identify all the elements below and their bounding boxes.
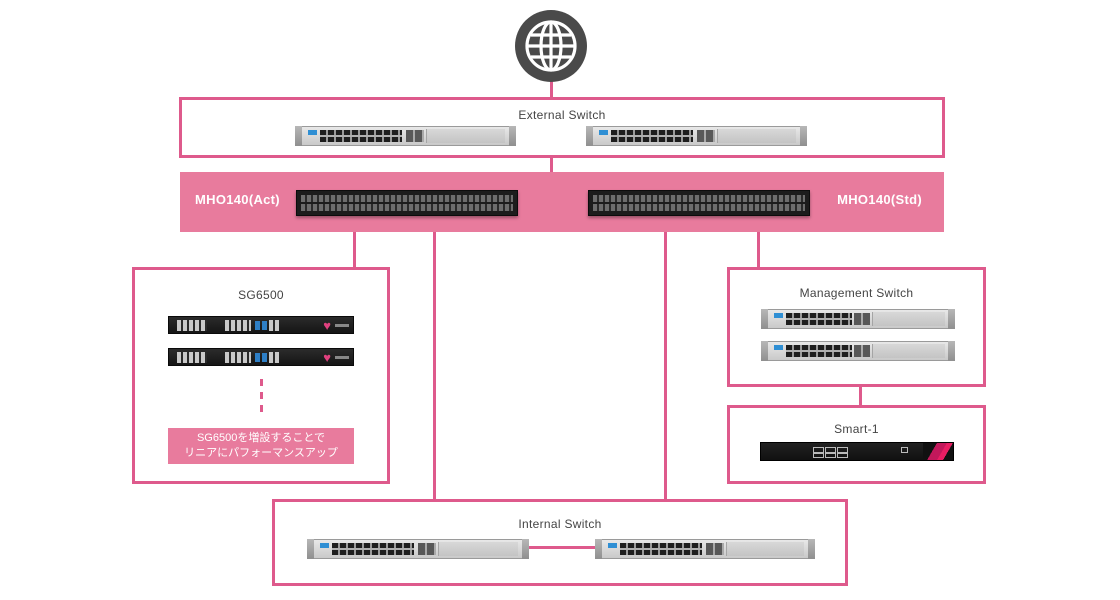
link-band-internal-left (433, 231, 436, 501)
mho-act-label: MHO140(Act) (195, 192, 280, 207)
sg6500-appliance-2: ♥ (168, 348, 354, 366)
sg6500-dash (260, 379, 263, 386)
external-switch-box: External Switch (179, 97, 945, 158)
smart1-title: Smart-1 (834, 422, 879, 436)
link-band-management (757, 231, 760, 269)
sg6500-note-line-2: リニアにパフォーマンスアップ (184, 447, 338, 459)
sg6500-title: SG6500 (238, 288, 284, 302)
sg6500-scale-note: SG6500を増設することで リニアにパフォーマンスアップ (168, 428, 354, 464)
link-internal-switches (525, 546, 596, 549)
internal-switch-title: Internal Switch (518, 517, 602, 531)
link-band-sg (353, 231, 356, 269)
sg6500-note-line-1: SG6500を増設することで (196, 432, 326, 444)
sg6500-appliance-1: ♥ (168, 316, 354, 334)
globe-icon (513, 8, 589, 84)
mho-act-chassis (296, 190, 518, 216)
external-switch-device-2 (586, 126, 807, 146)
management-switch-device-1 (761, 309, 955, 329)
heart-logo-icon: ♥ (323, 318, 331, 333)
link-management-smart1 (859, 385, 862, 407)
management-switch-device-2 (761, 341, 955, 361)
mho-band: MHO140(Act) MHO140(Std) (180, 172, 944, 232)
mho-std-chassis (588, 190, 810, 216)
link-external-band (550, 156, 553, 173)
external-switch-title: External Switch (518, 108, 606, 122)
internal-switch-device-1 (307, 539, 529, 559)
external-switch-device-1 (295, 126, 516, 146)
link-globe-external (550, 80, 553, 99)
internal-switch-device-2 (595, 539, 815, 559)
smart1-appliance (760, 442, 954, 461)
link-band-internal-right (664, 231, 667, 501)
sg6500-dash (260, 405, 263, 412)
sg6500-dash (260, 392, 263, 399)
management-switch-title: Management Switch (799, 286, 914, 300)
mho-std-label: MHO140(Std) (837, 192, 922, 207)
heart-logo-icon: ♥ (323, 350, 331, 365)
